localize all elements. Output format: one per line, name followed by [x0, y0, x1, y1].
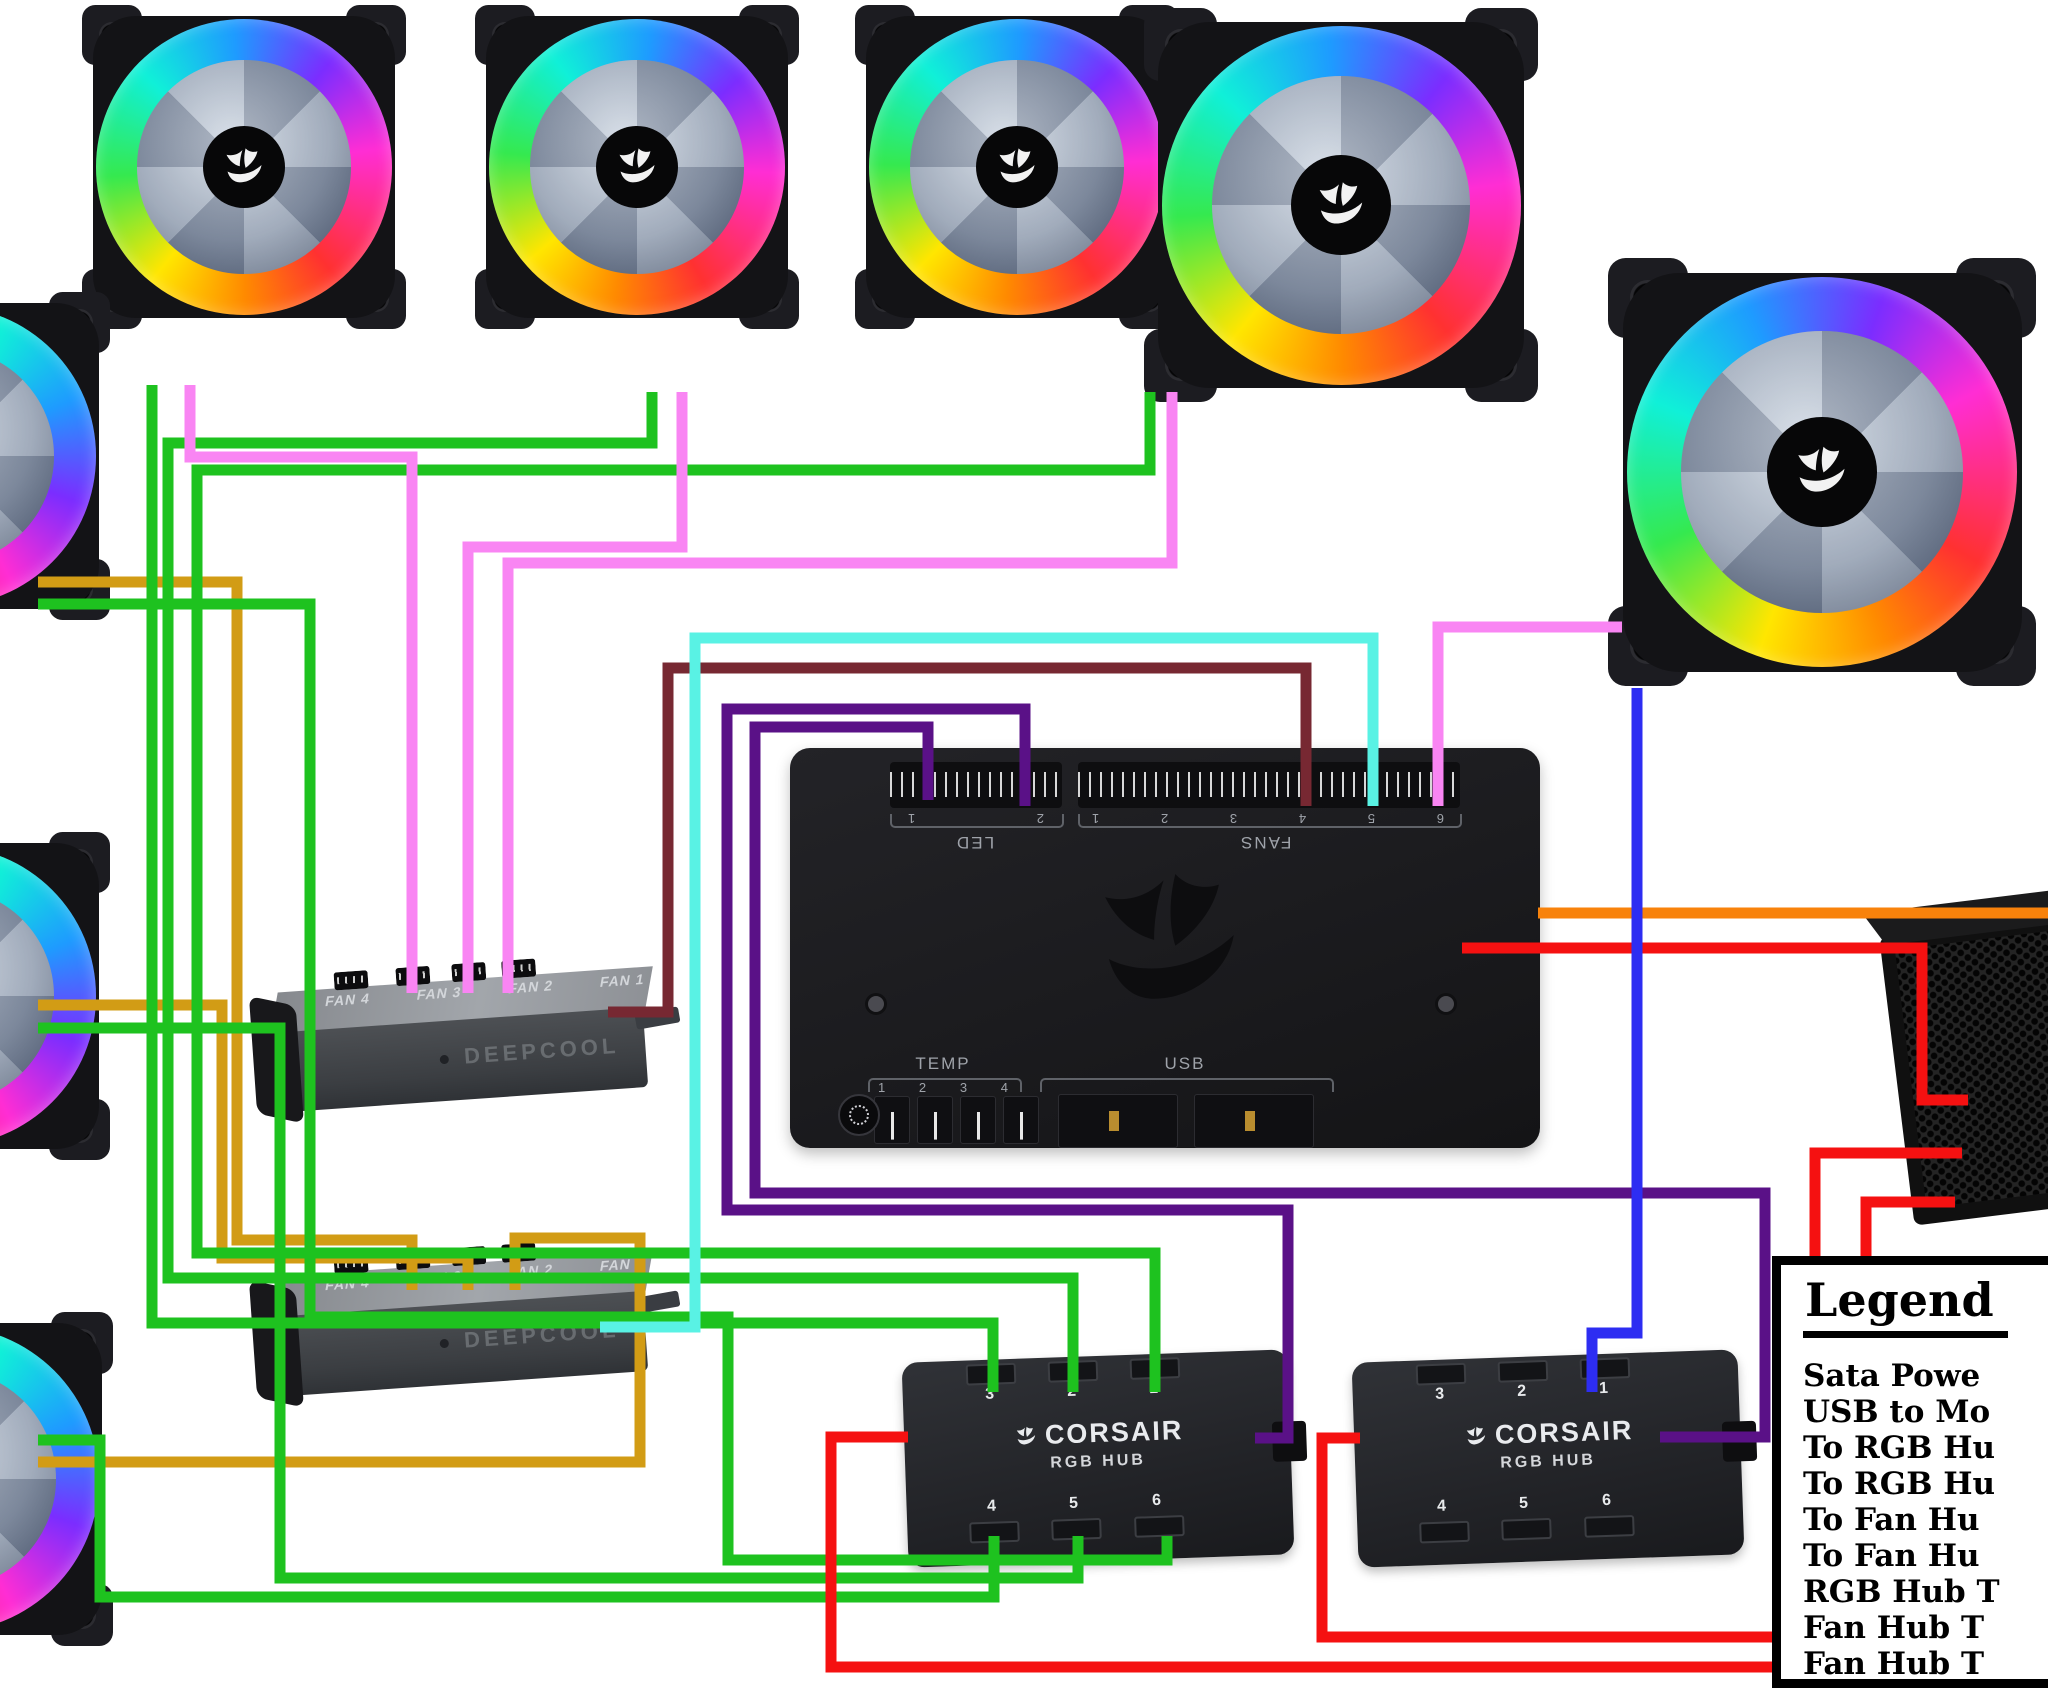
temp-connector-2 [917, 1096, 953, 1144]
fan-3 [854, 4, 1180, 330]
wire-rgbhub1-to-led1 [721, 703, 1294, 1444]
temp-connector-3 [960, 1096, 996, 1144]
corsair-sails-icon [226, 148, 262, 183]
fan-5 [1607, 257, 2037, 687]
temp-bracket [868, 1078, 1022, 1092]
fan-hub-cap [1290, 154, 1392, 256]
temp-connector-4 [1003, 1096, 1039, 1144]
wire-rgbhub1-left-fan-a-led [38, 598, 1173, 1566]
fans-bracket [1078, 814, 1462, 828]
led-connector-strip [890, 762, 1062, 808]
wire-rgbhub1-left-fan-b-led [38, 1022, 1084, 1584]
wire-rgbhub1-fan3-led [191, 392, 1161, 1392]
corsair-sails-icon [1466, 1426, 1485, 1445]
fan-rotor [530, 60, 744, 274]
wire-rgbhub1-fan2-led [162, 392, 1079, 1392]
fans-connector-strip [1078, 762, 1460, 808]
port-label: 1 [878, 1080, 886, 1095]
temp-connector-1 [874, 1096, 910, 1144]
port-label: 4 [1000, 1080, 1008, 1095]
fan-hub-cap [595, 125, 679, 209]
corsair-rgb-hub-1: 3 2 1 CORSAIR RGB HUB 4 5 6 [901, 1349, 1308, 1568]
legend-item: Sata Powe [1803, 1358, 1981, 1394]
fan-2 [474, 4, 800, 330]
wire-fanhub1-fan1-power [184, 385, 418, 993]
wire-fanhub1-to-commander [608, 662, 1312, 1018]
corsair-rgb-hub-logo: CORSAIR RGB HUB [904, 1411, 1292, 1477]
wire-sata-power-rgbhub1 [825, 1196, 1955, 1673]
legend-item: Fan Hub T [1803, 1610, 1985, 1646]
wire-sata-power-rgbhub2 [1316, 1147, 1962, 1643]
screw-hole [868, 996, 884, 1012]
fan-left-a [0, 291, 111, 621]
legend-item: To Fan Hu [1803, 1502, 1980, 1538]
wire-fanhub2-to-commander [600, 632, 1379, 1333]
wire-sata-power-commander [1462, 942, 1968, 1106]
port-label: 3 [959, 1080, 968, 1095]
corsair-sails-icon [1016, 1426, 1035, 1445]
corsair-sails-icon [619, 148, 655, 183]
fan-left-b [0, 831, 111, 1161]
corsair-rgb-hub-2: 3 2 1 CORSAIR RGB HUB 4 5 6 [1351, 1349, 1758, 1568]
usb-header-2 [1194, 1094, 1314, 1148]
legend-item: USB to Mo [1803, 1394, 1991, 1430]
fan-rotor [0, 348, 54, 564]
corsair-logo [1105, 873, 1234, 999]
wire-fanhub1-fan2-power [462, 392, 688, 993]
port-label: 2 [918, 1080, 927, 1095]
legend-item: Fan Hub T [1803, 1646, 1985, 1682]
fan-left-c [0, 1311, 114, 1647]
usb-bracket [1040, 1078, 1334, 1092]
wire-fanhub2-left-fan-b-power [38, 999, 474, 1290]
usb-group-label: USB [1164, 1054, 1206, 1073]
corsair-sails-icon [999, 148, 1035, 183]
screw-hole [1438, 996, 1454, 1012]
corsair-rgb-hub-logo: CORSAIR RGB HUB [1354, 1411, 1742, 1477]
legend-title: Legend [1803, 1273, 2008, 1338]
wire-rgbhub2-to-led2 [749, 721, 1771, 1443]
corsair-sails-icon [1319, 182, 1363, 224]
fan-4 [1144, 8, 1538, 402]
wire-fanhub2-left-fan-c-power [38, 1232, 646, 1468]
fan-hub-cap [1767, 417, 1877, 527]
legend-item: To RGB Hu [1803, 1466, 1996, 1502]
fan-hub-cap [975, 125, 1059, 209]
corsair-sails-icon [1798, 447, 1845, 493]
legend-item: To Fan Hu [1803, 1538, 1980, 1574]
led-bracket [890, 814, 1064, 828]
legend-item: RGB Hub T [1803, 1574, 2000, 1610]
wire-fanhub1-fan3-power [502, 392, 1178, 993]
wire-rgbhub1-left-fan-c-led [38, 1434, 1000, 1603]
usb-header-1 [1058, 1094, 1178, 1148]
wire-fan5-led-to-rgbhub2 [1586, 688, 1643, 1392]
legend-item: To RGB Hu [1803, 1430, 1996, 1466]
commander-button [838, 1094, 880, 1136]
temp-group-label: TEMP [915, 1054, 971, 1073]
wire-fan5-power-to-commander [1432, 621, 1622, 806]
temp-port-numbers: 1 2 3 4 [878, 1080, 1008, 1095]
fan-hub-cap [202, 125, 286, 209]
wire-rgbhub1-fan1-led [146, 385, 999, 1392]
